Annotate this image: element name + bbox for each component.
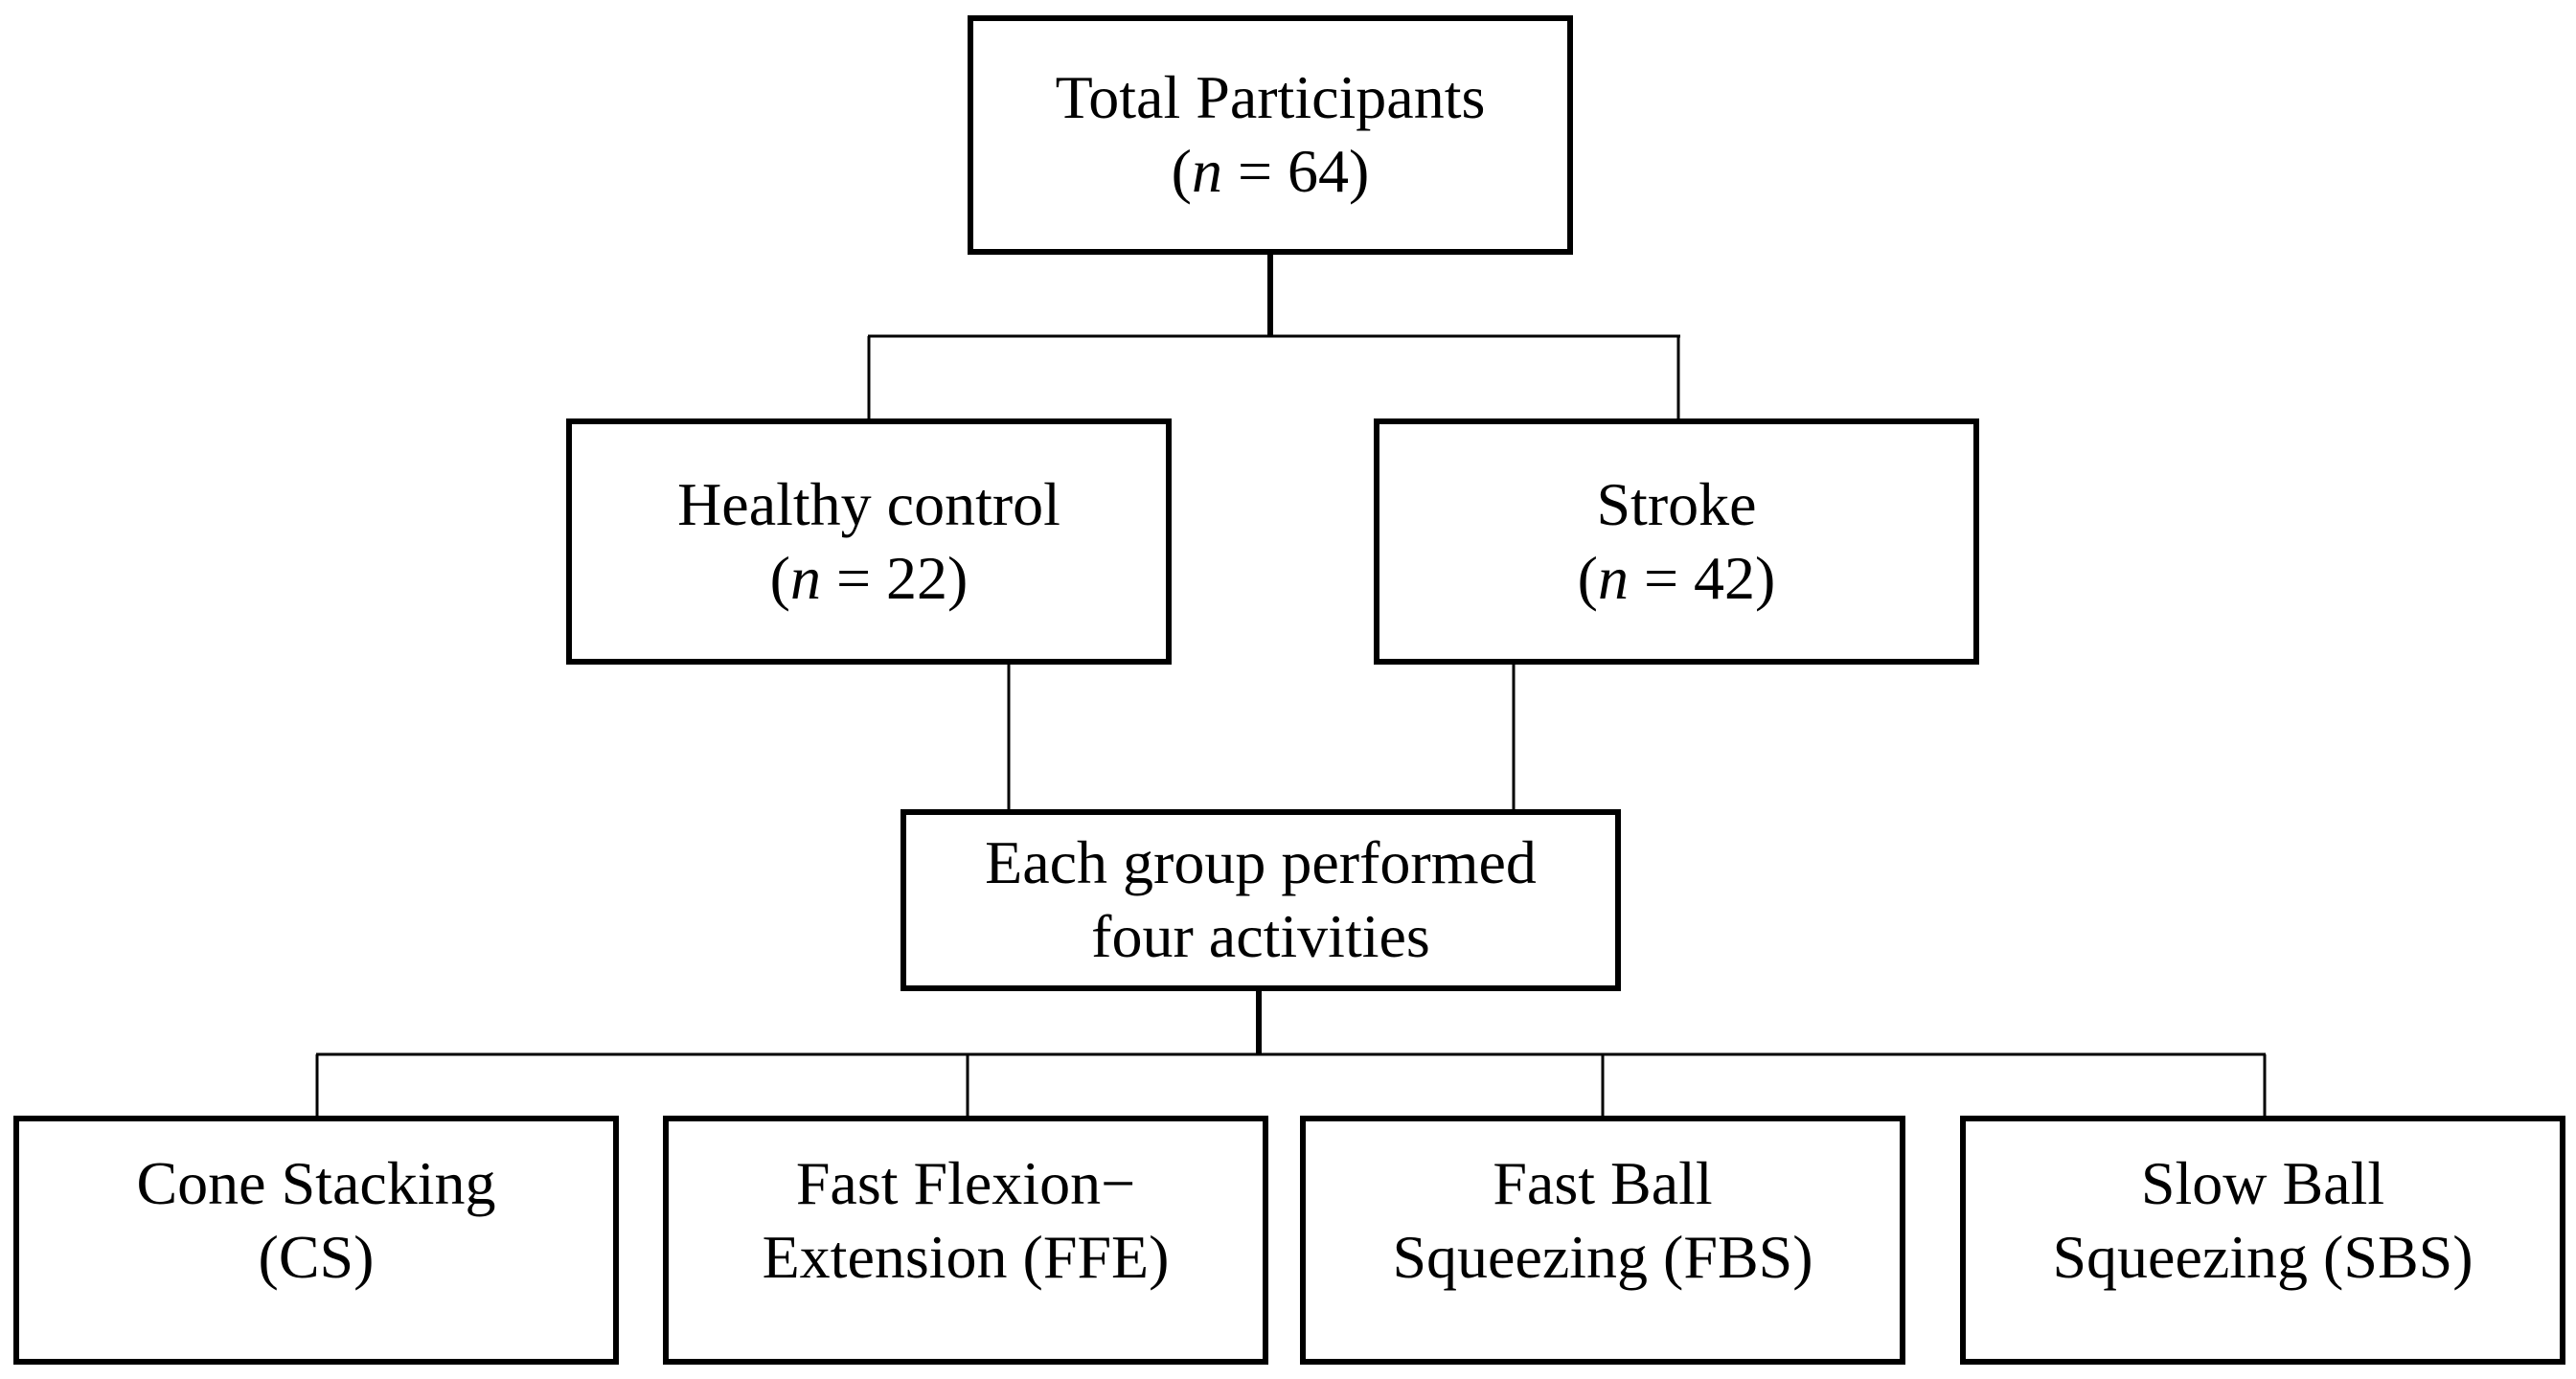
total-participants-count: (n = 64): [1171, 137, 1370, 205]
fast-flexion-extension-line-1: Fast Flexion−: [795, 1149, 1136, 1218]
fast-flexion-extension-box: Fast Flexion− Extension (FFE): [663, 1116, 1268, 1365]
slow-ball-squeezing-line-2: Squeezing (SBS): [2052, 1223, 2473, 1291]
total-participants-box: Total Participants (n = 64): [968, 15, 1573, 255]
fast-ball-squeezing-box: Fast Ball Squeezing (FBS): [1300, 1116, 1905, 1365]
activities-line-2: four activities: [1091, 902, 1430, 970]
slow-ball-squeezing-line-1: Slow Ball: [2140, 1149, 2385, 1218]
slow-ball-squeezing-box: Slow Ball Squeezing (SBS): [1960, 1116, 2565, 1365]
fast-flexion-extension-line-2: Extension (FFE): [762, 1223, 1170, 1291]
fast-ball-squeezing-line-1: Fast Ball: [1493, 1149, 1713, 1218]
cone-stacking-line-2: (CS): [258, 1223, 375, 1291]
healthy-control-label: Healthy control: [677, 469, 1060, 538]
activities-box: Each group performed four activities: [900, 809, 1621, 991]
activities-line-1: Each group performed: [985, 828, 1537, 897]
total-participants-label: Total Participants: [1055, 63, 1486, 132]
cone-stacking-line-1: Cone Stacking: [136, 1149, 496, 1218]
stroke-box: Stroke (n = 42): [1374, 418, 1979, 665]
fast-ball-squeezing-line-2: Squeezing (FBS): [1392, 1223, 1813, 1291]
healthy-control-box: Healthy control (n = 22): [566, 418, 1172, 665]
cone-stacking-box: Cone Stacking (CS): [13, 1116, 619, 1365]
healthy-control-count: (n = 22): [769, 543, 969, 612]
stroke-count: (n = 42): [1577, 543, 1776, 612]
stroke-label: Stroke: [1596, 469, 1757, 538]
